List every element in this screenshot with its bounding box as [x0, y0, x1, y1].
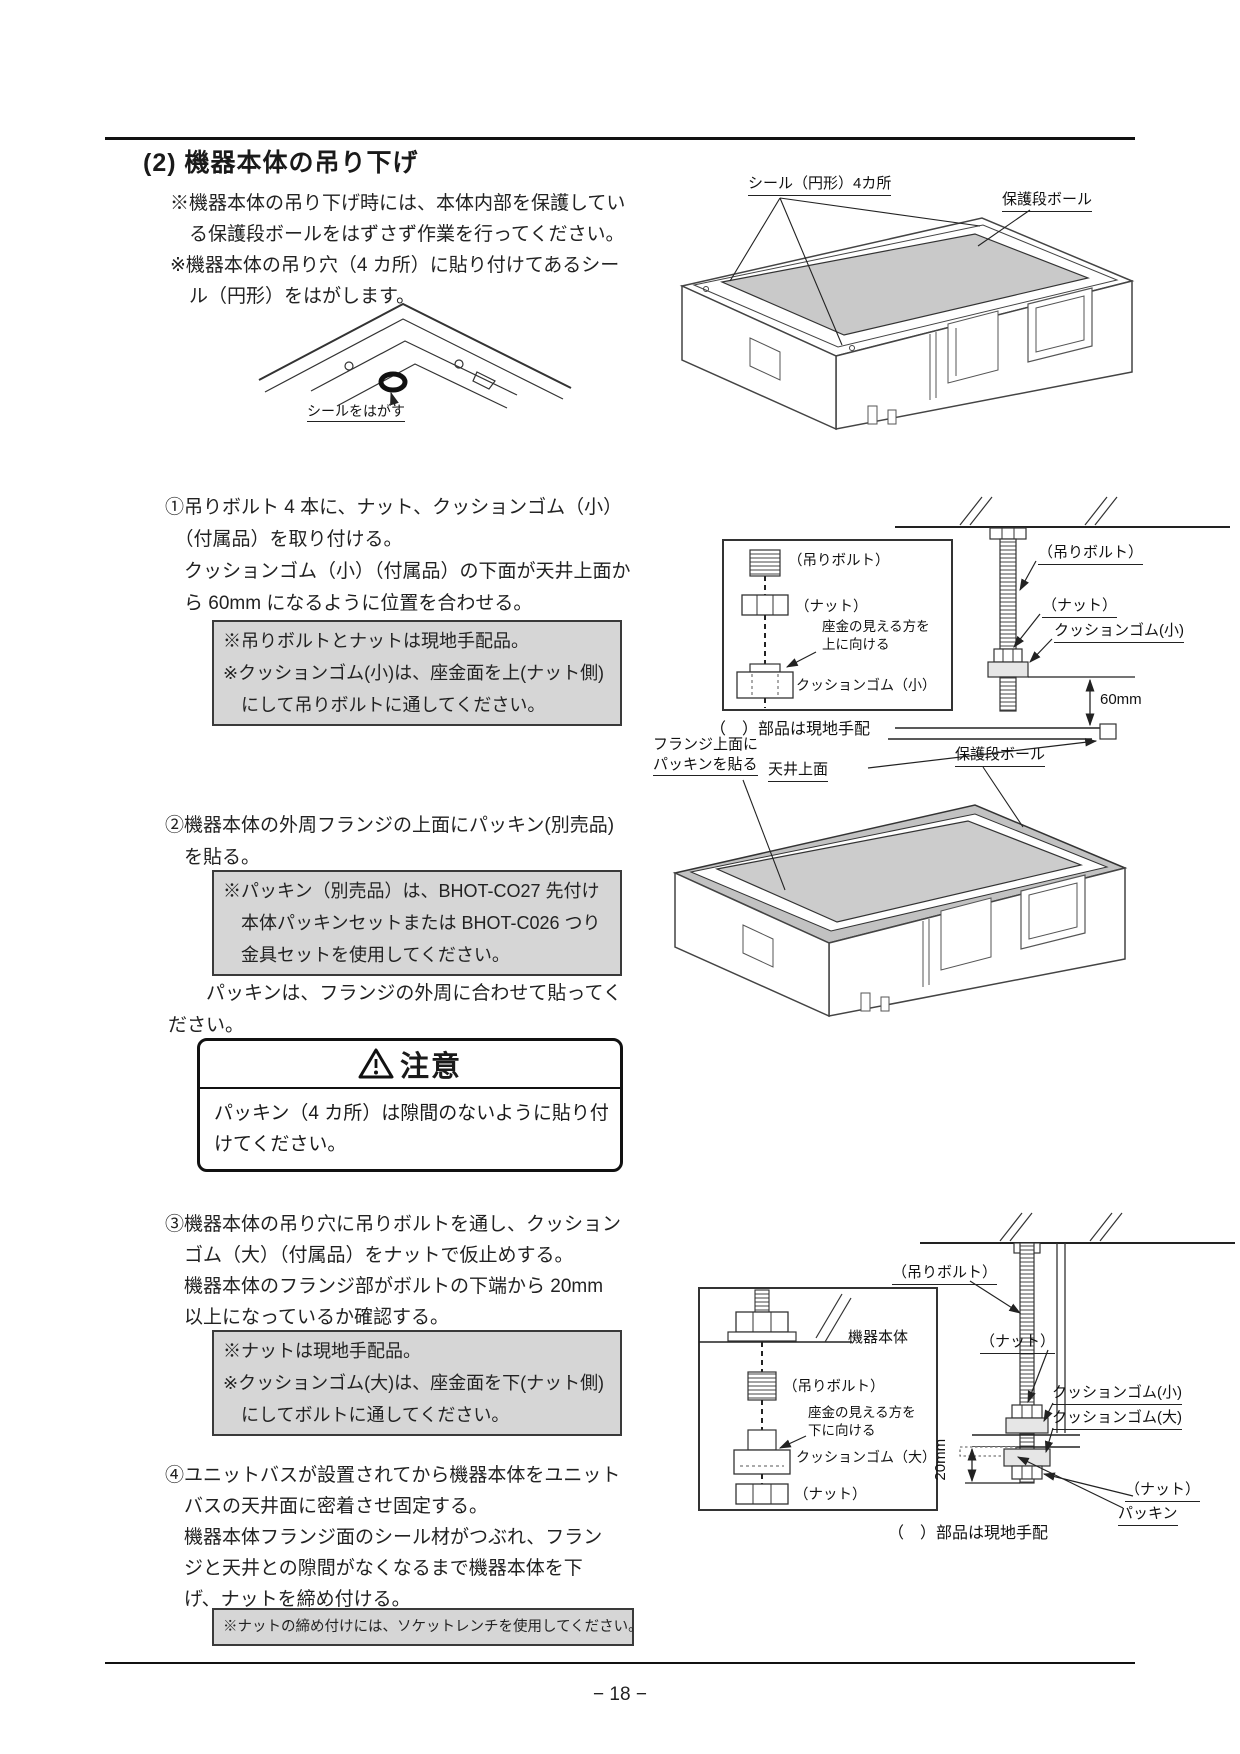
- nut-top-label: （ナット）: [980, 1332, 1056, 1354]
- seal-circle: [378, 371, 408, 393]
- callout-cushion-label: クッションゴム（大）: [796, 1449, 936, 1465]
- step4-text: ④ユニットバスが設置されてから機器本体をユニット バスの天井面に密着させ固定する…: [165, 1465, 621, 1610]
- intro-notes: ※機器本体の吊り下げ時には、本体内部を保護してい る保護段ボールをはずさず作業を…: [170, 193, 626, 307]
- step3-text: ③機器本体の吊り穴に吊りボルトを通し、クッション ゴム（大）（付属品）をナットで…: [165, 1214, 622, 1328]
- protective-cardboard: [719, 233, 1091, 336]
- page-title: (2) 機器本体の吊り下げ: [143, 149, 419, 177]
- callout-nut-label: （ナット）: [794, 1487, 867, 1503]
- caution-text: パッキン（4 カ所）は隙間のないように貼り付 けてください。: [214, 1103, 609, 1155]
- cardboard-label: 保護段ボール: [1002, 190, 1093, 212]
- top-rule: [105, 137, 1135, 140]
- washer-direction-note: 座金の見える方を 上に向ける: [822, 619, 930, 652]
- dimension-20mm: 20mm: [932, 1438, 950, 1481]
- step2-note: ※パッキン（別売品）は、BHOT-CO27 先付け 本体パッキンセットまたは B…: [212, 870, 622, 976]
- step4-note: ※ナットの締め付けには、ソケットレンチを使用してください。: [212, 1608, 643, 1646]
- caution-header: 注意: [200, 1041, 620, 1089]
- cardboard-label: 保護段ボール: [955, 745, 1046, 767]
- hanging-bolt-label: （吊りボルト）: [1038, 543, 1144, 565]
- seal-peel-diagram: シールをはがす: [245, 294, 575, 429]
- step2-text2: パッキンは、フランジの外周に合わせて貼ってく ださい。: [168, 983, 622, 1036]
- field-supplied-note: （ ）部品は現地手配: [888, 1525, 1049, 1542]
- bolt-diagram-bottom: （吊りボルト） （ナット） 機器本体 （吊りボルト） 座金の見える方を 下に向け…: [620, 1080, 1240, 1555]
- step1-text: ①吊りボルト 4 本に、ナット、クッションゴム（小） （付属品）を取り付ける。 …: [165, 497, 631, 614]
- seal-peel-label: シールをはがす: [307, 402, 405, 423]
- nut-bottom-label: （ナット）: [1125, 1480, 1201, 1502]
- unit-diagram-mid: フランジ上面に パッキンを貼る 保護段ボール: [625, 725, 1140, 1020]
- cushion-large-label: クッションゴム(大): [1052, 1408, 1182, 1430]
- callout-bolt-label: （吊りボルト）: [788, 553, 890, 569]
- callout-nut-label: （ナット）: [795, 599, 868, 615]
- bolt-diagram-top: （吊りボルト） （ナット） 座金の見える方を 上に向ける クッションゴム（小） …: [630, 440, 1240, 800]
- step2-text: ②機器本体の外周フランジの上面にパッキン(別売品) を貼る。: [165, 815, 615, 868]
- page-number: − 18 −: [593, 1684, 647, 1705]
- caution-box: 注意 パッキン（4 カ所）は隙間のないように貼り付 けてください。: [197, 1038, 623, 1172]
- cushion-small-label: クッションゴム(小): [1054, 621, 1184, 643]
- packing-label: パッキン: [1118, 1504, 1178, 1526]
- unit-isometric-drawing-packing: [672, 766, 1128, 1018]
- protective-cardboard: [714, 820, 1084, 923]
- dimension-60mm: 60mm: [1100, 691, 1142, 708]
- callout-bolt-label: （吊りボルト）: [783, 1379, 885, 1395]
- caution-title: 注意: [399, 1051, 462, 1083]
- unit-diagram-top: シール（円形）4カ所 保護段ボール: [630, 148, 1145, 438]
- callout-cushion-label: クッションゴム（小）: [796, 677, 936, 693]
- seal-locations-label: シール（円形）4カ所: [748, 174, 892, 196]
- seal-peel-drawing: [258, 302, 572, 409]
- washer-direction-note: 座金の見える方を 下に向ける: [808, 1405, 916, 1438]
- bottom-rule: [105, 1662, 1135, 1664]
- step3-note: ※ナットは現地手配品。 ※クッションゴム(大)は、座金面を下(ナット側) にして…: [212, 1330, 622, 1436]
- warning-triangle-icon: [358, 1048, 394, 1079]
- field-supplied-note: （ ）部品は現地手配: [710, 721, 871, 738]
- nut-label: （ナット）: [1042, 596, 1118, 618]
- bolt-assembly-drawing-bottom: [698, 1212, 1235, 1511]
- unit-body-label: 機器本体: [848, 1329, 909, 1346]
- step1-note: ※吊りボルトとナットは現地手配品。 ※クッションゴム(小)は、座金面を上(ナット…: [212, 620, 622, 726]
- bolt-assembly-drawing-top: [722, 496, 1230, 769]
- hanging-bolt-label: （吊りボルト）: [892, 1263, 998, 1285]
- cushion-small-label: クッションゴム(小): [1052, 1383, 1182, 1405]
- flange-packing-label: フランジ上面に パッキンを貼る: [653, 735, 759, 776]
- ceiling-top-label: 天井上面: [768, 760, 829, 782]
- unit-isometric-drawing: [679, 197, 1135, 431]
